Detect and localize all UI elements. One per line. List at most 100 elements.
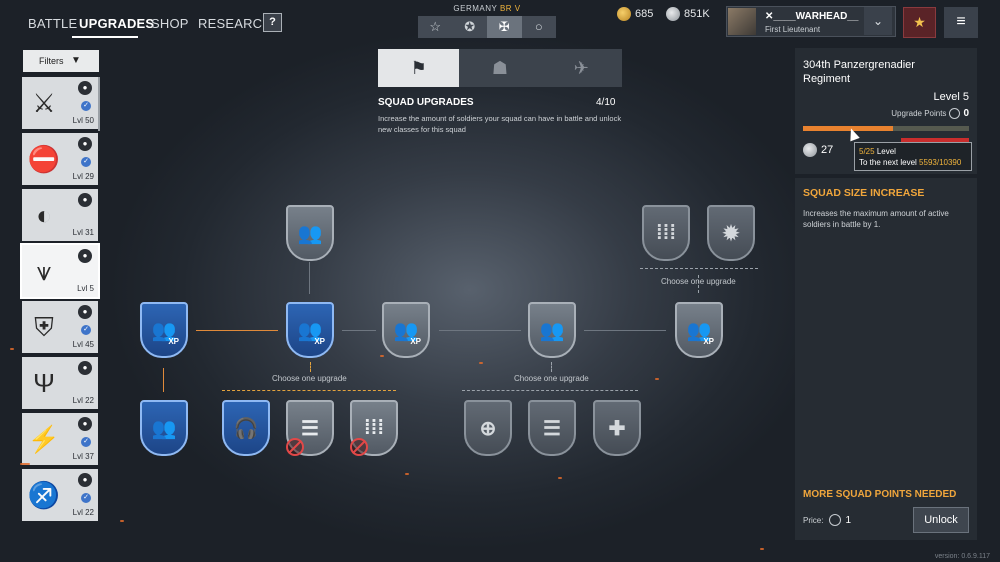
connector <box>196 330 278 331</box>
medic-cross-icon: ✚ <box>593 400 641 456</box>
squad-level: Lvl 22 <box>72 508 94 517</box>
gold-coin-icon <box>617 7 631 21</box>
list-icon: ☰ <box>528 400 576 456</box>
upgrade-squad-node[interactable]: 👥 <box>140 400 188 456</box>
choose-one-label: Choose one upgrade <box>514 374 589 383</box>
squad-emblem-icon: ⩛ <box>36 256 52 286</box>
connector <box>309 262 310 294</box>
upgrade-medic-node[interactable]: ✚ <box>593 400 641 456</box>
star-outline-icon[interactable]: ☆ <box>429 19 442 34</box>
squad-upgrades-count: 4/10 <box>596 97 616 108</box>
squad-card[interactable]: ⛨●✓Lvl 45 <box>22 301 98 353</box>
squad-card[interactable]: ♐●✓Lvl 22 <box>22 469 98 521</box>
price-value: 1 <box>845 514 852 526</box>
ember-particle <box>479 362 483 364</box>
connector <box>439 330 521 331</box>
vehicle-upgrades-tab-icon[interactable]: ✈ <box>573 58 589 78</box>
detail-title: SQUAD SIZE INCREASE <box>803 187 925 199</box>
top-nav: BATTLE UPGRADES SHOP RESEARCH ? GERMANY … <box>0 0 1000 44</box>
squad-upgrades-tab-icon[interactable]: ⚑ <box>378 49 460 87</box>
squad-class-icon: ● <box>78 305 92 319</box>
silver-amount: 851K <box>684 8 710 20</box>
check-icon: ✓ <box>81 437 91 447</box>
squad-card[interactable]: ⛔●✓Lvl 29 <box>22 133 98 185</box>
ember-particle <box>760 548 764 550</box>
upgrade-point-icon <box>829 514 842 526</box>
active-tab-underline <box>72 36 138 38</box>
menu-icon[interactable]: ≡ <box>944 7 978 38</box>
ember-particle <box>380 355 384 357</box>
squad-class-icon: ● <box>78 249 92 263</box>
upgrade-radio-node[interactable]: 🎧 <box>222 400 270 456</box>
tab-research[interactable]: RESEARCH <box>198 16 272 31</box>
upgrade-point-icon <box>949 108 961 119</box>
upgrade-large-squad-node[interactable]: 👥 <box>528 302 576 358</box>
roundel-icon[interactable]: ○ <box>534 19 543 34</box>
choose-one-label: Choose one upgrade <box>272 374 347 383</box>
squad-emblem-icon: ◐ <box>36 200 52 230</box>
locked-icon <box>350 438 368 456</box>
tab-upgrades[interactable]: UPGRADES <box>79 16 155 31</box>
squad-class-icon: ● <box>78 417 92 431</box>
squad-emblem-icon: ♐ <box>27 480 61 510</box>
upgrade-squad-size-node[interactable]: 👥 XP <box>286 302 334 358</box>
unlock-button[interactable]: Unlock <box>913 507 969 533</box>
upgrade-squad-xp-node[interactable]: 👥 XP <box>140 302 188 358</box>
explosion-icon: ✹ <box>707 205 755 261</box>
xp-label: XP <box>410 337 421 346</box>
squad-class-icon: ● <box>78 81 92 95</box>
tab-battle[interactable]: BATTLE <box>28 16 78 31</box>
squad-card[interactable]: ⩛ ● Lvl 5 <box>20 243 100 299</box>
tooltip-xp: 5593/10390 <box>919 158 962 167</box>
squad-emblem-icon: ⛔ <box>27 144 61 174</box>
squad-level: Lvl 5 <box>77 284 94 293</box>
squad-upgrades-description: Increase the amount of soldiers your squ… <box>378 114 622 134</box>
upgrade-detail-panel: SQUAD SIZE INCREASE Increases the maximu… <box>795 178 977 540</box>
level-progress-bar <box>803 126 969 131</box>
rank-chevron-icon[interactable]: ⌄ <box>864 7 892 35</box>
squad-list: ⚔●✓Lvl 50⛔●✓Lvl 29◐●Lvl 31⩛●Lvl 5⛨●✓Lvl … <box>20 77 100 525</box>
star-circle-icon[interactable]: ✪ <box>464 19 476 34</box>
ember-particle <box>10 348 14 350</box>
upgrade-list-node[interactable]: ☰ <box>286 400 334 456</box>
upgrade-squad-size-node[interactable]: 👥 XP <box>675 302 723 358</box>
upgrade-ammo-node[interactable]: ⁞⁞⁞ <box>642 205 690 261</box>
upgrade-sniper-node[interactable]: ⊕ <box>464 400 512 456</box>
large-squad-icon: 👥 <box>528 302 576 358</box>
help-button[interactable]: ? <box>263 13 282 32</box>
tooltip-level: 5/25 <box>859 147 875 156</box>
regiment-level: Level 5 <box>933 91 969 103</box>
iron-cross-icon[interactable]: ✠ <box>487 16 522 38</box>
tooltip-next-label: To the next level <box>859 158 917 167</box>
upgrade-list-node[interactable]: ☰ <box>528 400 576 456</box>
level-reward-amount: 27 <box>821 144 834 156</box>
upgrade-points: Upgrade Points 0 <box>891 108 969 119</box>
filters-button[interactable]: Filters ▼ <box>23 50 99 72</box>
upgrade-squad-size-node[interactable]: 👥 XP <box>382 302 430 358</box>
crosshair-icon: ⊕ <box>464 400 512 456</box>
squad-card[interactable]: ◐●Lvl 31 <box>22 189 98 241</box>
avatar <box>728 8 756 35</box>
soldier-upgrades-tab-icon[interactable]: ☗ <box>491 58 509 78</box>
upgrade-ammo-node[interactable]: ⁞⁞⁞ <box>350 400 398 456</box>
medal-icon[interactable]: ★ <box>903 7 936 38</box>
choose-one-label: Choose one upgrade <box>661 277 736 286</box>
upgrade-explosive-node[interactable]: ✹ <box>707 205 755 261</box>
connector <box>163 368 164 392</box>
price-label: Price: <box>803 515 824 525</box>
choose-group-line <box>640 268 758 269</box>
connector <box>342 330 376 331</box>
tab-shop[interactable]: SHOP <box>151 16 189 31</box>
squad-group-icon: 👥 <box>286 205 334 261</box>
squad-class-icon: ● <box>78 193 92 207</box>
squad-list-scrollbar[interactable] <box>98 77 100 131</box>
squad-emblem-icon: ⚡ <box>27 424 61 454</box>
check-icon: ✓ <box>81 325 91 335</box>
ember-particle <box>655 378 659 380</box>
upgrade-points-label: Upgrade Points <box>891 109 947 118</box>
squad-card[interactable]: ⚡●✓Lvl 37 <box>22 413 98 465</box>
squad-card[interactable]: ⚔●✓Lvl 50 <box>22 77 98 129</box>
squad-card[interactable]: Ψ●Lvl 22 <box>22 357 98 409</box>
ember-particle <box>20 463 30 465</box>
upgrade-squad-class-node[interactable]: 👥 <box>286 205 334 261</box>
